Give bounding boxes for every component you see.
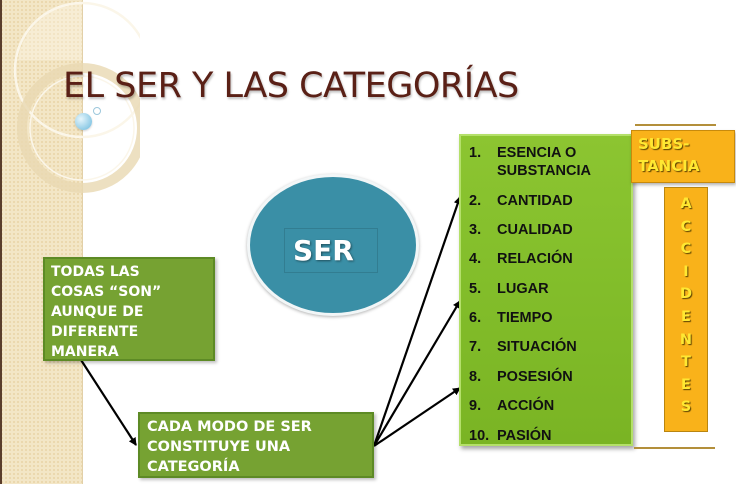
box-line: MANERA [51, 344, 119, 360]
list-number: 9. [469, 398, 482, 414]
list-number: 2. [469, 193, 482, 209]
accidentes-box: A C C I D E N T E S [664, 187, 708, 432]
list-number: 7. [469, 339, 482, 355]
list-item: 1. ESENCIA O SUBSTANCIA [469, 144, 591, 180]
list-number: 6. [469, 310, 482, 326]
list-label: ACCIÓN [497, 398, 555, 414]
list-number: 8. [469, 369, 482, 385]
bubble-decoration-small [93, 107, 101, 115]
box-line: TODAS LAS [51, 264, 140, 280]
box-line: COSAS “SON” [51, 284, 162, 300]
ser-label: SER [293, 234, 354, 267]
substancia-box: SUBS- TANCIA [631, 130, 735, 183]
acc-letter: S [680, 399, 692, 416]
box-line: DIFERENTE [51, 324, 139, 340]
list-item: 7. SITUACIÓN [469, 338, 577, 356]
list-item: 4. RELACIÓN [469, 250, 573, 268]
acc-letter: E [681, 376, 691, 393]
acc-letter: N [679, 331, 693, 348]
list-number: 1. [469, 145, 482, 161]
list-number: 4. [469, 251, 482, 267]
list-item: 6. TIEMPO [469, 309, 553, 327]
acc-letter: I [683, 263, 689, 280]
list-label: PASIÓN [497, 428, 552, 444]
ser-circle [247, 174, 419, 316]
list-item: 10. PASIÓN [469, 427, 552, 445]
box-line: CATEGORÍA [147, 459, 240, 475]
ser-label-box: SER [284, 228, 378, 273]
list-label-cont: SUBSTANCIA [497, 163, 591, 179]
subs-line: SUBS- [638, 135, 690, 153]
list-item: 8. POSESIÓN [469, 368, 573, 386]
list-label: TIEMPO [497, 310, 553, 326]
list-number: 10. [469, 428, 490, 444]
list-label: ESENCIA O [497, 145, 577, 161]
bubble-decoration-large [75, 113, 92, 130]
acc-letter: C [680, 241, 692, 258]
list-label: SITUACIÓN [497, 339, 577, 355]
list-label: CANTIDAD [497, 193, 573, 209]
list-label: POSESIÓN [497, 369, 573, 385]
list-item: 5. LUGAR [469, 280, 549, 298]
list-label: RELACIÓN [497, 251, 573, 267]
acc-letter: C [680, 218, 692, 235]
divider-line-bottom [634, 447, 715, 449]
acc-letter: A [680, 196, 692, 212]
box-line: CONSTITUYE UNA [147, 439, 291, 455]
list-number: 3. [469, 222, 482, 238]
list-number: 5. [469, 281, 482, 297]
subs-line: TANCIA [638, 157, 700, 175]
sidebar-edge [0, 0, 2, 484]
box-line: CADA MODO DE SER [147, 419, 312, 435]
cada-modo-box: CADA MODO DE SER CONSTITUYE UNA CATEGORÍ… [138, 412, 374, 478]
box-line: AUNQUE DE [51, 304, 144, 320]
acc-letter: E [681, 308, 691, 325]
list-label: LUGAR [497, 281, 549, 297]
todas-las-cosas-box: TODAS LAS COSAS “SON” AUNQUE DE DIFERENT… [43, 257, 215, 361]
list-item: 9. ACCIÓN [469, 397, 554, 415]
slide-title: EL SER Y LAS CATEGORÍAS [63, 66, 519, 106]
acc-letter: D [679, 286, 693, 303]
list-item: 3. CUALIDAD [469, 221, 573, 239]
divider-line-top [635, 124, 716, 126]
categories-list: 1. ESENCIA O SUBSTANCIA 2. CANTIDAD 3. CUALI… [459, 134, 633, 446]
list-label: CUALIDAD [497, 222, 573, 238]
acc-letter: T [681, 354, 691, 371]
list-item: 2. CANTIDAD [469, 192, 573, 210]
